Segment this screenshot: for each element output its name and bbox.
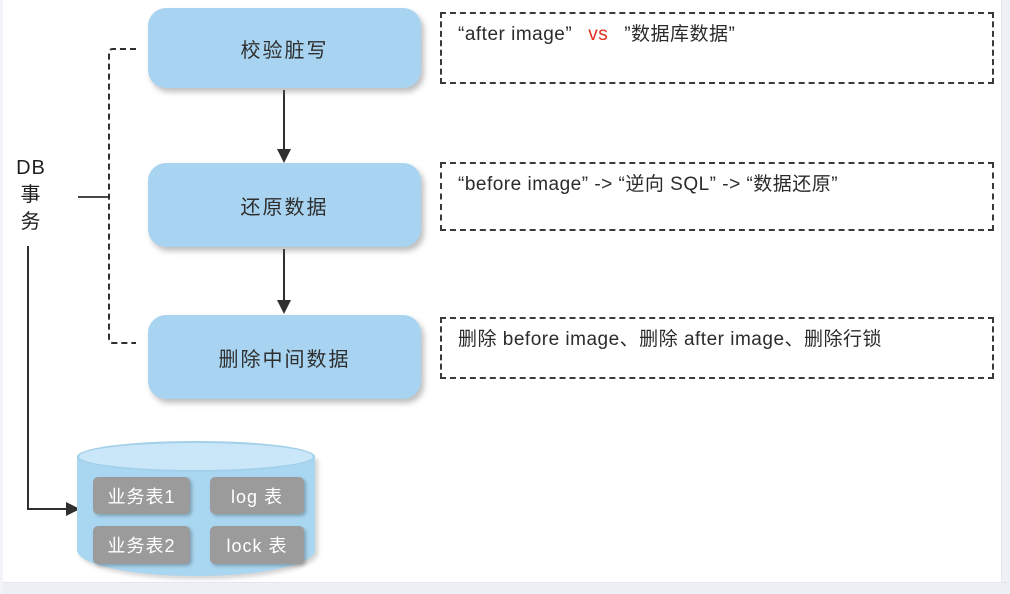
annotation-text: “before image” -> “逆向 SQL” -> “数据还原” bbox=[458, 174, 839, 195]
table-chip-lock: lock 表 bbox=[210, 526, 304, 564]
annotation-restore-data: “before image” -> “逆向 SQL” -> “数据还原” bbox=[440, 162, 994, 231]
page-left-margin bbox=[0, 0, 3, 594]
database-cylinder-top bbox=[77, 441, 315, 472]
db-transaction-label-line: 务 bbox=[20, 211, 42, 233]
table-chip-business1: 业务表1 bbox=[93, 477, 190, 514]
annotation-verify-dirty-write: “after image” vs ”数据库数据” bbox=[440, 12, 994, 84]
annotation-text: ”数据库数据” bbox=[624, 24, 736, 45]
arrow-db-to-cylinder bbox=[27, 246, 80, 516]
annotation-text: 删除 before image、删除 after image、删除行锁 bbox=[458, 329, 883, 350]
annotation-delete-intermediate: 删除 before image、删除 after image、删除行锁 bbox=[440, 317, 994, 379]
step-label: 还原数据 bbox=[240, 196, 329, 219]
page-right-margin bbox=[1001, 0, 1010, 594]
table-chip-label: lock 表 bbox=[226, 536, 288, 556]
db-transaction-label-line: DB bbox=[16, 157, 46, 179]
transaction-bracket bbox=[108, 48, 136, 344]
table-chip-label: 业务表2 bbox=[107, 536, 176, 556]
db-transaction-label: DB 事 务 bbox=[6, 155, 56, 236]
table-chip-log: log 表 bbox=[210, 477, 304, 514]
arrow-step1-step2 bbox=[277, 90, 291, 163]
page-bottom-margin bbox=[0, 582, 1010, 594]
annotation-vs-highlight: vs bbox=[588, 24, 609, 45]
step-label: 校验脏写 bbox=[240, 39, 329, 62]
step-label: 删除中间数据 bbox=[218, 348, 351, 371]
table-chip-business2: 业务表2 bbox=[93, 526, 190, 564]
table-chip-label: 业务表1 bbox=[107, 486, 176, 507]
db-transaction-label-line: 事 bbox=[20, 184, 42, 206]
annotation-text: “after image” bbox=[458, 24, 573, 45]
arrow-step2-step3 bbox=[277, 249, 291, 314]
step-box-verify-dirty-write: 校验脏写 bbox=[148, 8, 421, 88]
step-box-restore-data: 还原数据 bbox=[148, 163, 421, 247]
table-chip-label: log 表 bbox=[230, 486, 284, 507]
step-box-delete-intermediate-data: 删除中间数据 bbox=[148, 315, 421, 399]
